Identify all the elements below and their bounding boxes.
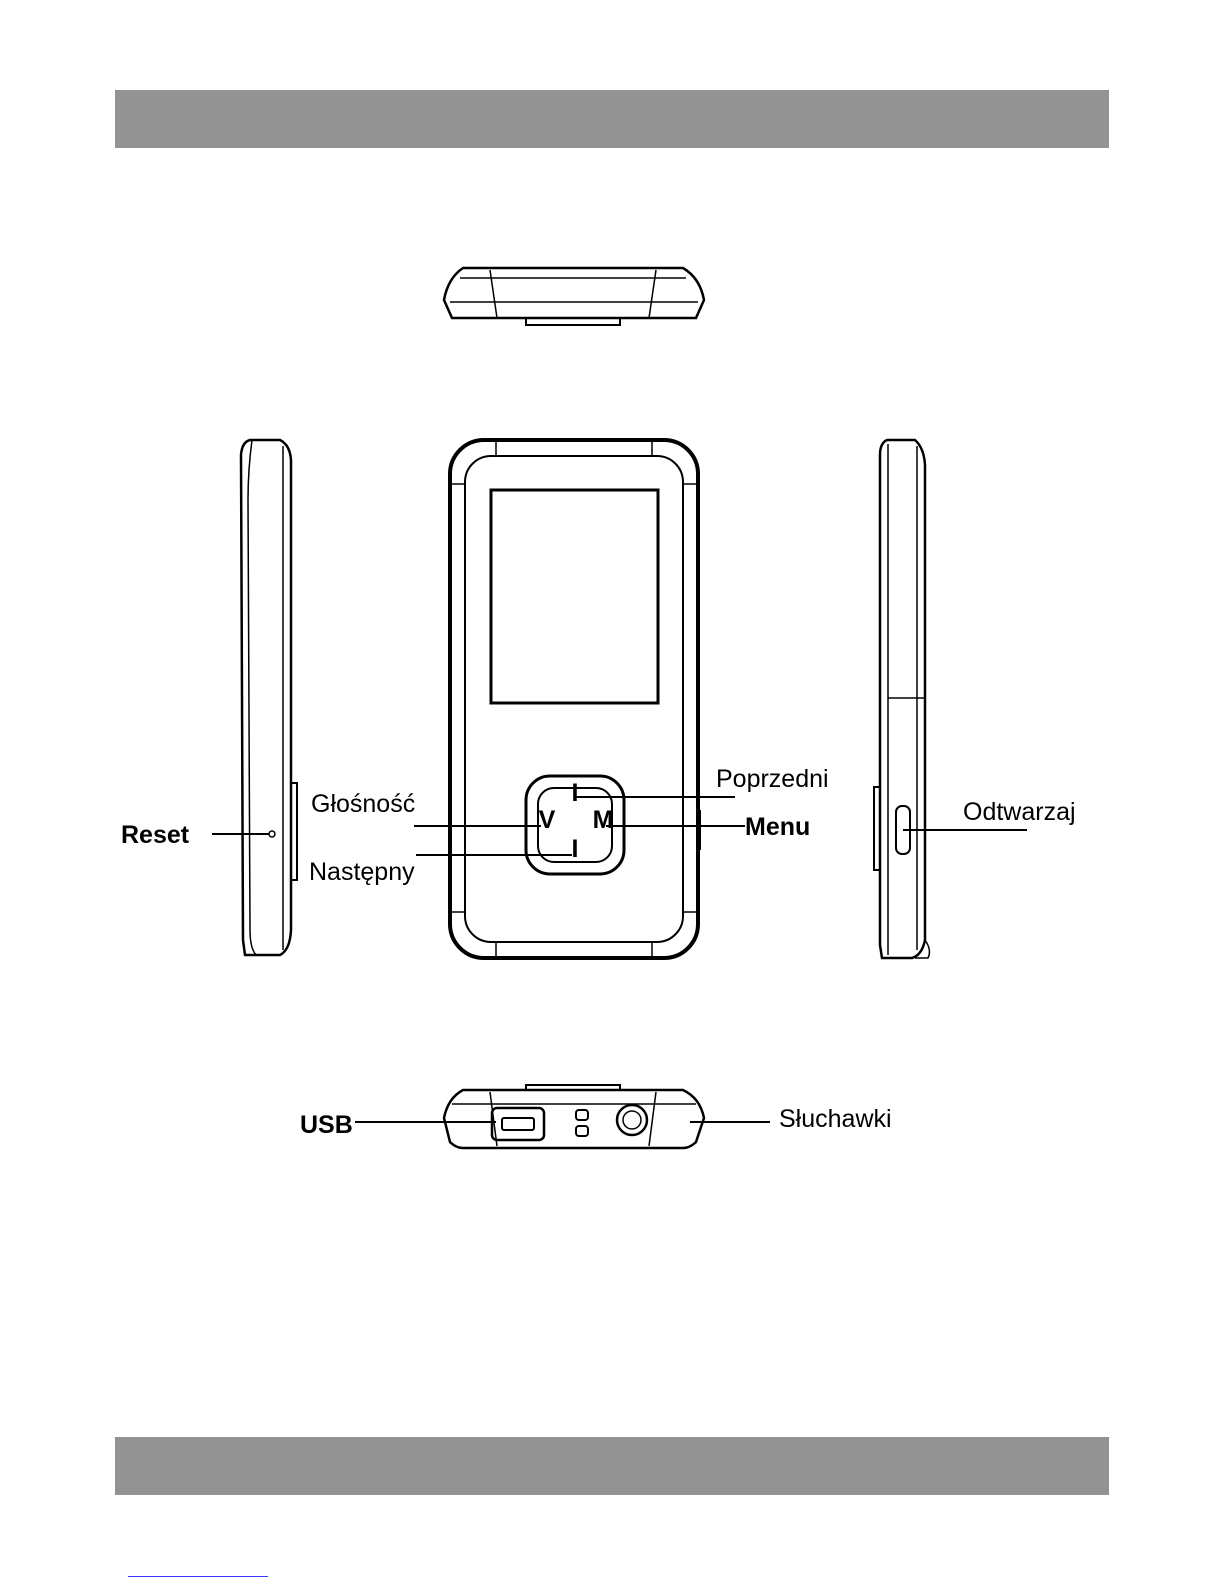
label-headphones: Słuchawki [779,1105,892,1133]
label-next: Następny [309,858,415,886]
label-reset: Reset [121,821,190,849]
footer-link-underline [128,1576,268,1577]
screen [491,490,658,703]
device-top-view [444,268,704,325]
headphone-jack [617,1105,647,1135]
label-menu: Menu [745,813,810,841]
dpad-left-mark: V [539,806,556,834]
device-right-side-view [700,440,929,958]
label-previous: Poprzedni [716,765,829,793]
dpad-top-mark: I [572,779,579,807]
label-play: Odtwarzaj [963,798,1076,826]
label-volume: Głośność [311,790,415,818]
device-left-side-view [241,440,297,955]
device-front-view [450,440,698,958]
dpad-right-mark: M [593,806,614,834]
usb-port [492,1108,544,1140]
label-usb: USB [300,1111,353,1139]
dpad-bottom-mark: I [572,835,579,863]
device-bottom-view [444,1085,704,1148]
